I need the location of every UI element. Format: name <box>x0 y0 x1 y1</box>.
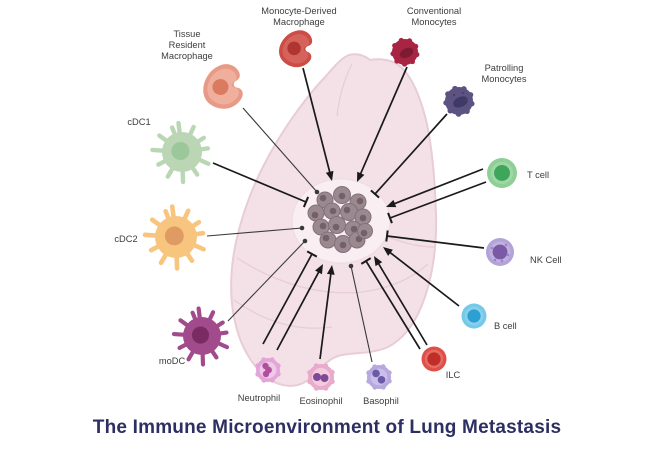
cell-b-cell <box>461 303 487 329</box>
label-cdc1: cDC1 <box>127 117 150 127</box>
tumor-cell <box>333 186 351 204</box>
cell-monocyte-derived-macrophage <box>279 30 313 68</box>
connector-conventional-monocytes-arrow <box>357 66 408 182</box>
tumor-cell <box>357 223 373 239</box>
connector-nk-cell-bar <box>385 230 485 249</box>
connector-ilc-bar <box>360 257 421 350</box>
cell-neutrophil <box>255 357 281 383</box>
connector-b-cell-arrow <box>383 247 460 307</box>
cell-nk-cell <box>486 238 514 266</box>
tumor-cell <box>328 216 346 234</box>
connector-monocyte-derived-macrophage-arrow <box>302 67 334 181</box>
cell-eosinophil <box>307 363 335 391</box>
cell-modc <box>171 306 230 367</box>
cell-patrolling-monocytes <box>443 85 475 117</box>
label-basophil: Basophil <box>363 396 399 406</box>
cell-tissue-resident-macrophage <box>203 64 243 109</box>
connector-t-cell-bar <box>387 181 487 224</box>
connector-neutrophil-arrow <box>276 264 323 351</box>
connector-patrolling-monocytes-bar <box>370 113 448 199</box>
label-ilc: ILC <box>446 370 461 380</box>
connector-t-cell-arrow <box>386 168 484 208</box>
label-b-cell: B cell <box>494 321 517 331</box>
connector-eosinophil-arrow <box>319 265 335 360</box>
label-neutrophil: Neutrophil <box>238 393 280 403</box>
lung-fissure-line <box>387 236 435 248</box>
connector-tissue-resident-macrophage-dot <box>242 107 320 195</box>
connector-neutrophil-bar <box>262 250 318 345</box>
cell-conventional-monocytes <box>390 37 420 67</box>
connector-basophil-dot <box>348 263 373 363</box>
tumor-cell <box>334 235 352 253</box>
label-modc: moDC <box>159 356 186 366</box>
cell-basophil <box>366 364 392 390</box>
label-t-cell: T cell <box>527 170 549 180</box>
connector-cdc2-dot <box>206 225 305 237</box>
connector-modc-dot <box>227 238 308 322</box>
label-nk-cell: NK Cell <box>530 255 562 265</box>
label-eosinophil: Eosinophil <box>300 396 343 406</box>
diagram-title: The Immune Microenvironment of Lung Meta… <box>92 417 562 438</box>
lung-fissure-line <box>233 299 333 329</box>
tumor-cluster <box>291 178 391 264</box>
connector-ilc-arrow <box>374 256 428 346</box>
cell-t-cell <box>487 158 517 188</box>
lung-fissure-line <box>336 63 353 117</box>
label-cdc2: cDC2 <box>114 234 137 244</box>
tumor-cell <box>319 231 337 249</box>
connector-cdc1-bar <box>212 162 310 208</box>
cell-cdc2 <box>142 204 206 271</box>
cell-ilc <box>421 346 447 372</box>
cell-cdc1 <box>150 120 211 185</box>
